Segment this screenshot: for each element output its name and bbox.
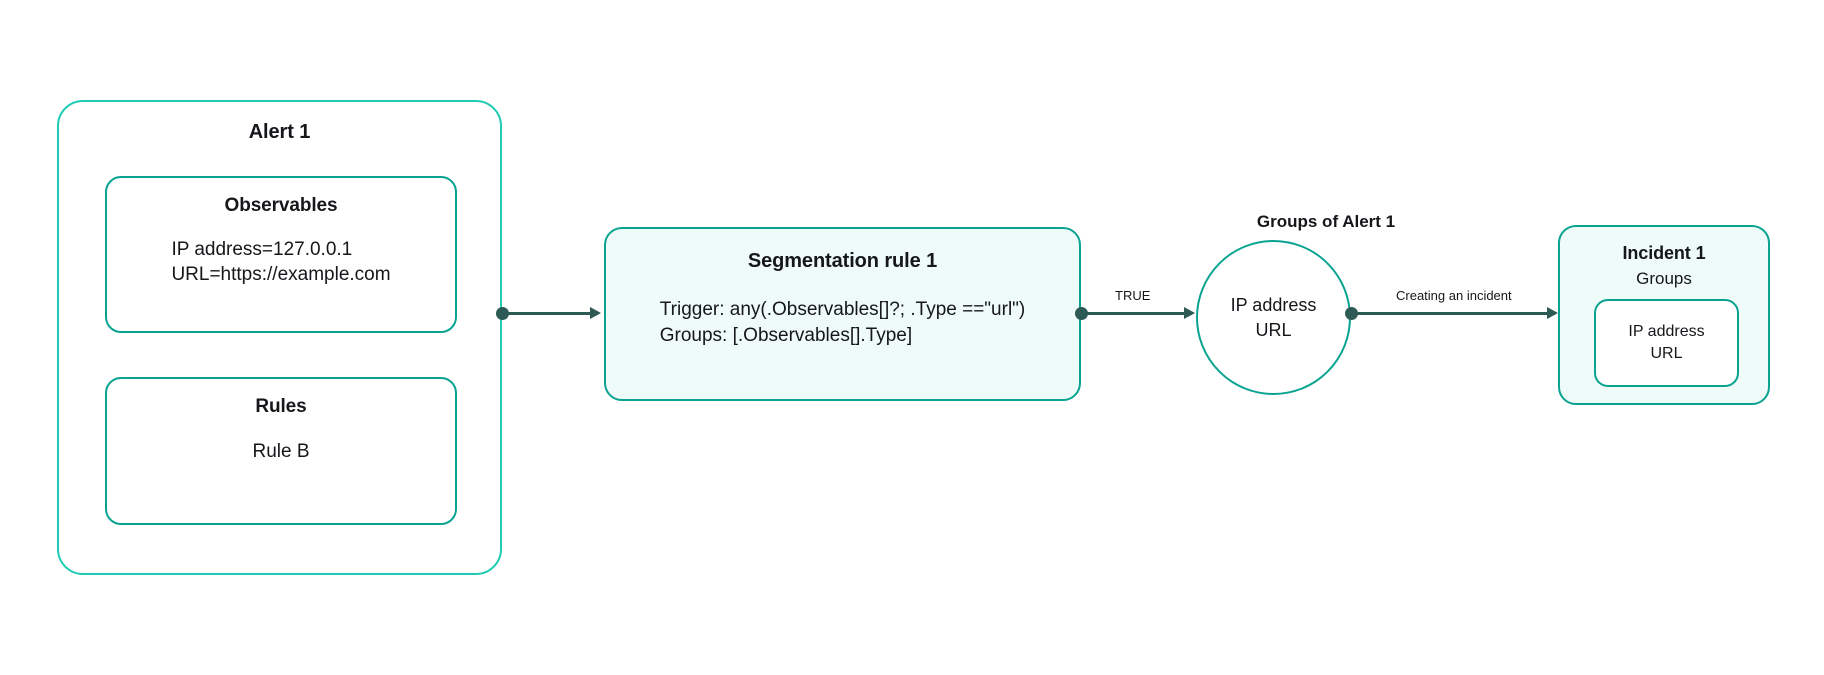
connector-groups-to-incident — [1351, 312, 1555, 315]
observables-title: Observables — [224, 195, 338, 216]
alert-title: Alert 1 — [248, 121, 311, 143]
arrow-head-icon — [1184, 306, 1195, 319]
rules-node[interactable]: Rules Rule B — [105, 377, 457, 525]
incident-title: Incident 1 — [1622, 243, 1706, 263]
incident-group-text: IP address URL — [1628, 323, 1705, 362]
incident-node[interactable]: Incident 1 Groups IP address URL — [1558, 225, 1770, 405]
observables-text: IP address=127.0.0.1 URL=https://example… — [171, 239, 391, 286]
observables-node[interactable]: Observables IP address=127.0.0.1 URL=htt… — [105, 176, 457, 333]
edge-label-true: TRUE — [1115, 288, 1151, 303]
groups-text: IP address URL — [1230, 295, 1317, 340]
edge-label-creating-an-incident: Creating an incident — [1396, 288, 1512, 303]
connector-segmentation-to-groups — [1081, 312, 1192, 315]
arrow-head-icon — [1547, 306, 1558, 319]
incident-group-node[interactable]: IP address URL — [1594, 299, 1739, 387]
segmentation-rule-text: Trigger: any(.Observables[]?; .Type =="u… — [659, 299, 1026, 346]
rules-text: Rule B — [252, 441, 310, 462]
connector-alert-to-segmentation — [502, 312, 598, 315]
segmentation-rule-node[interactable]: Segmentation rule 1 Trigger: any(.Observ… — [604, 227, 1081, 401]
incident-subtitle: Groups — [1636, 269, 1692, 288]
groups-node[interactable]: IP address URL — [1196, 240, 1351, 395]
rules-title: Rules — [255, 396, 307, 417]
arrow-head-icon — [590, 306, 601, 319]
alert-node[interactable]: Alert 1 Observables IP address=127.0.0.1… — [57, 100, 502, 575]
groups-label: Groups of Alert 1 — [1256, 212, 1396, 231]
segmentation-rule-title: Segmentation rule 1 — [747, 250, 938, 272]
